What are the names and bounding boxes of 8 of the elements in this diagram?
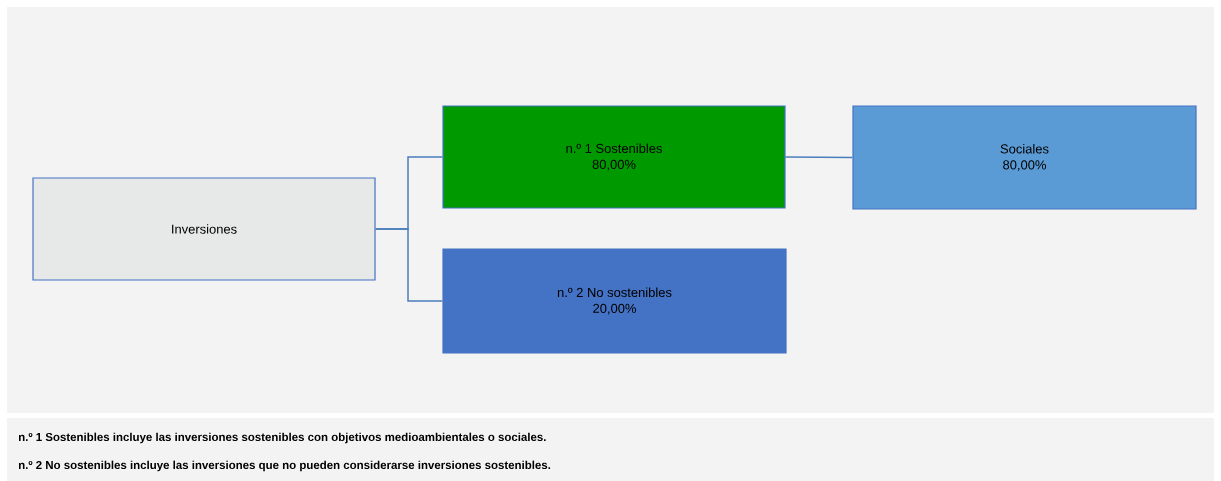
footnote: n.º 2 No sostenibles incluye las inversiones que no pueden considerarse inversiones sostenibles. xyxy=(18,460,551,472)
box: n.º 2 No sostenibles 20,00% xyxy=(442,248,787,354)
box: Sociales 80,00% xyxy=(852,105,1197,210)
connector-line xyxy=(374,228,444,302)
footnote: n.º 1 Sostenibles incluye las inversiones sostenibles con objetivos medioambientales o sociales. xyxy=(18,432,546,444)
connector-line xyxy=(784,156,854,159)
box: Inversiones xyxy=(32,177,376,281)
box: n.º 1 Sostenibles 80,00% xyxy=(442,105,786,209)
